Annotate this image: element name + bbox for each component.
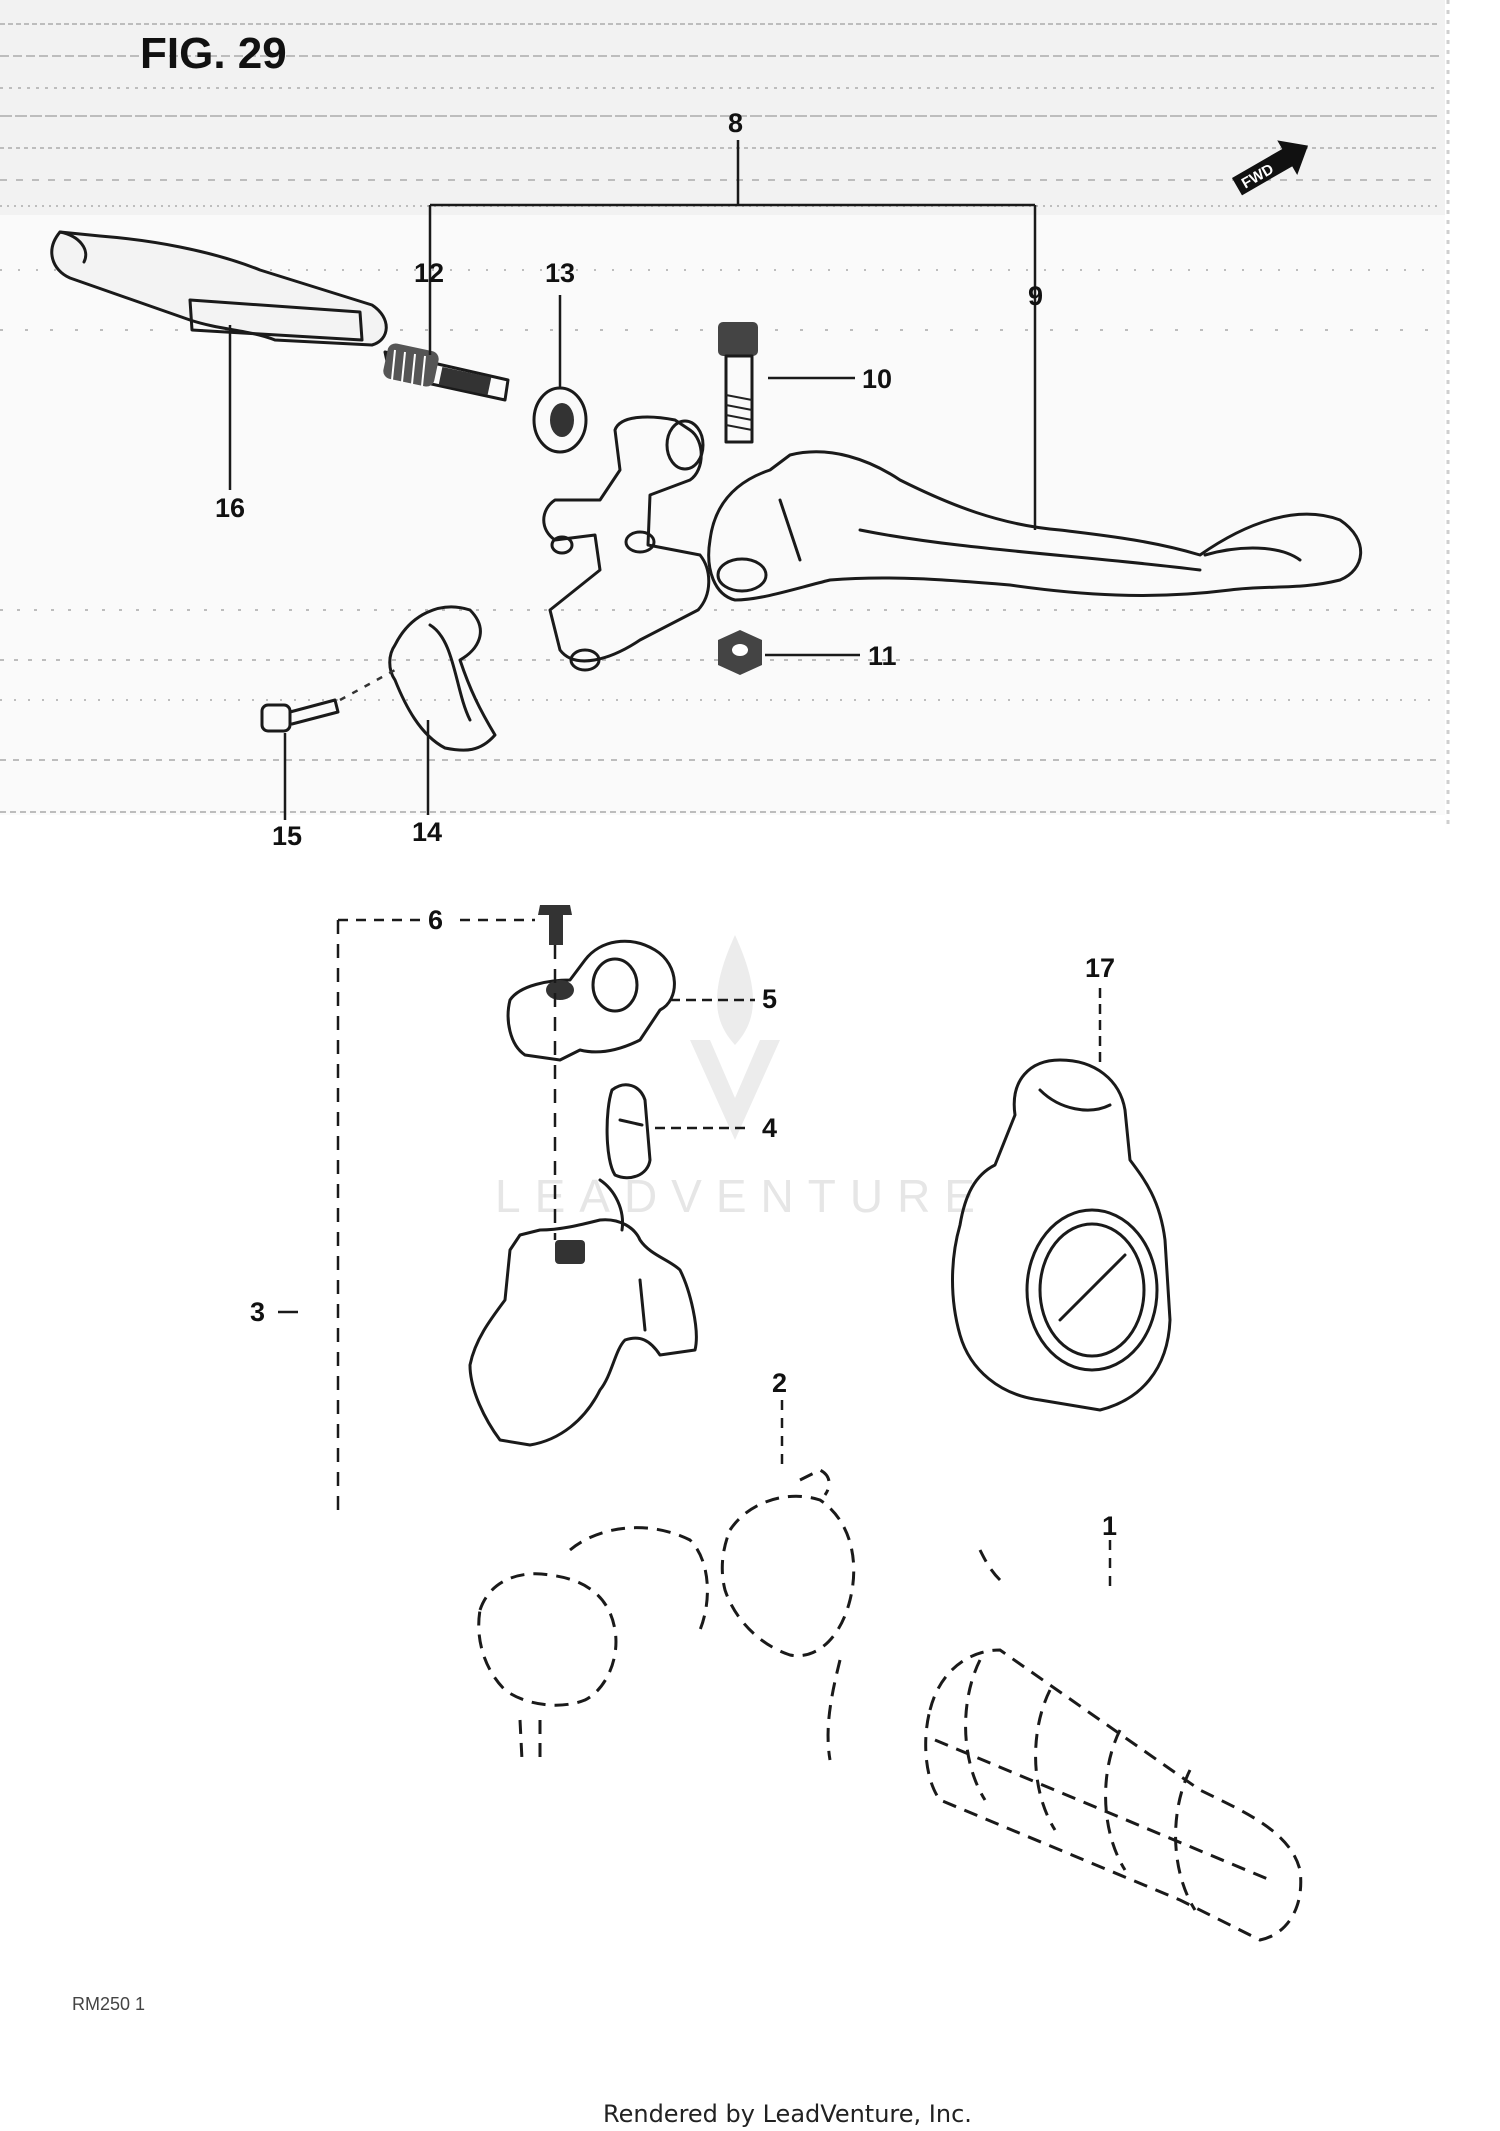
switch-screw-part-6: [538, 905, 572, 945]
figure-title: FIG. 29: [140, 29, 287, 78]
lever-cover-part-16: [50, 230, 388, 347]
scan-noise-band: [0, 0, 1450, 830]
callout-5: 5: [762, 984, 777, 1014]
callout-13: 13: [545, 258, 575, 288]
switch-body-part-3: [468, 1178, 698, 1447]
watermark-text: LEADVENTURE: [495, 1170, 989, 1222]
clutch-lever-part-9: [707, 450, 1363, 602]
callout-10: 10: [862, 364, 892, 394]
switch-cover-part-17: [951, 1058, 1172, 1412]
callout-6: 6: [428, 905, 443, 935]
callout-12: 12: [414, 258, 444, 288]
callout-11: 11: [868, 641, 897, 671]
lever-holder-bracket: [542, 415, 711, 672]
spacer-part-4: [605, 1083, 652, 1180]
callout-16: 16: [215, 493, 245, 523]
cable-guide-part-5: [506, 939, 676, 1062]
clamp-screw-part-15: [260, 668, 396, 733]
leadventure-watermark: LEADVENTURE: [495, 935, 989, 1222]
callout-15: 15: [272, 821, 302, 851]
handlebar-grip-phantom: [924, 1648, 1303, 1942]
handlebar-phantom-parts: [477, 1468, 1002, 1761]
callout-3: 3: [250, 1297, 265, 1327]
callout-8: 8: [728, 108, 743, 138]
leader-lines: [228, 140, 1112, 1590]
callout-labels: 8 12 13 9 10 16 11 15 14 6 5 17 4 3 2 1: [215, 108, 1117, 1541]
callout-14: 14: [412, 817, 442, 847]
part-code: RM250 1: [72, 1994, 145, 2014]
lever-nut-part-11: [718, 630, 762, 675]
callout-9: 9: [1028, 281, 1043, 311]
footer-credit: Rendered by LeadVenture, Inc.: [603, 2100, 972, 2128]
callout-17: 17: [1085, 953, 1115, 983]
cable-adjuster-part-12: [383, 343, 510, 402]
holder-clamp-part-14: [388, 605, 497, 752]
callout-4: 4: [762, 1113, 777, 1143]
pivot-bolt-part-10: [718, 322, 758, 444]
callout-2: 2: [772, 1368, 787, 1398]
callout-1: 1: [1102, 1511, 1117, 1541]
